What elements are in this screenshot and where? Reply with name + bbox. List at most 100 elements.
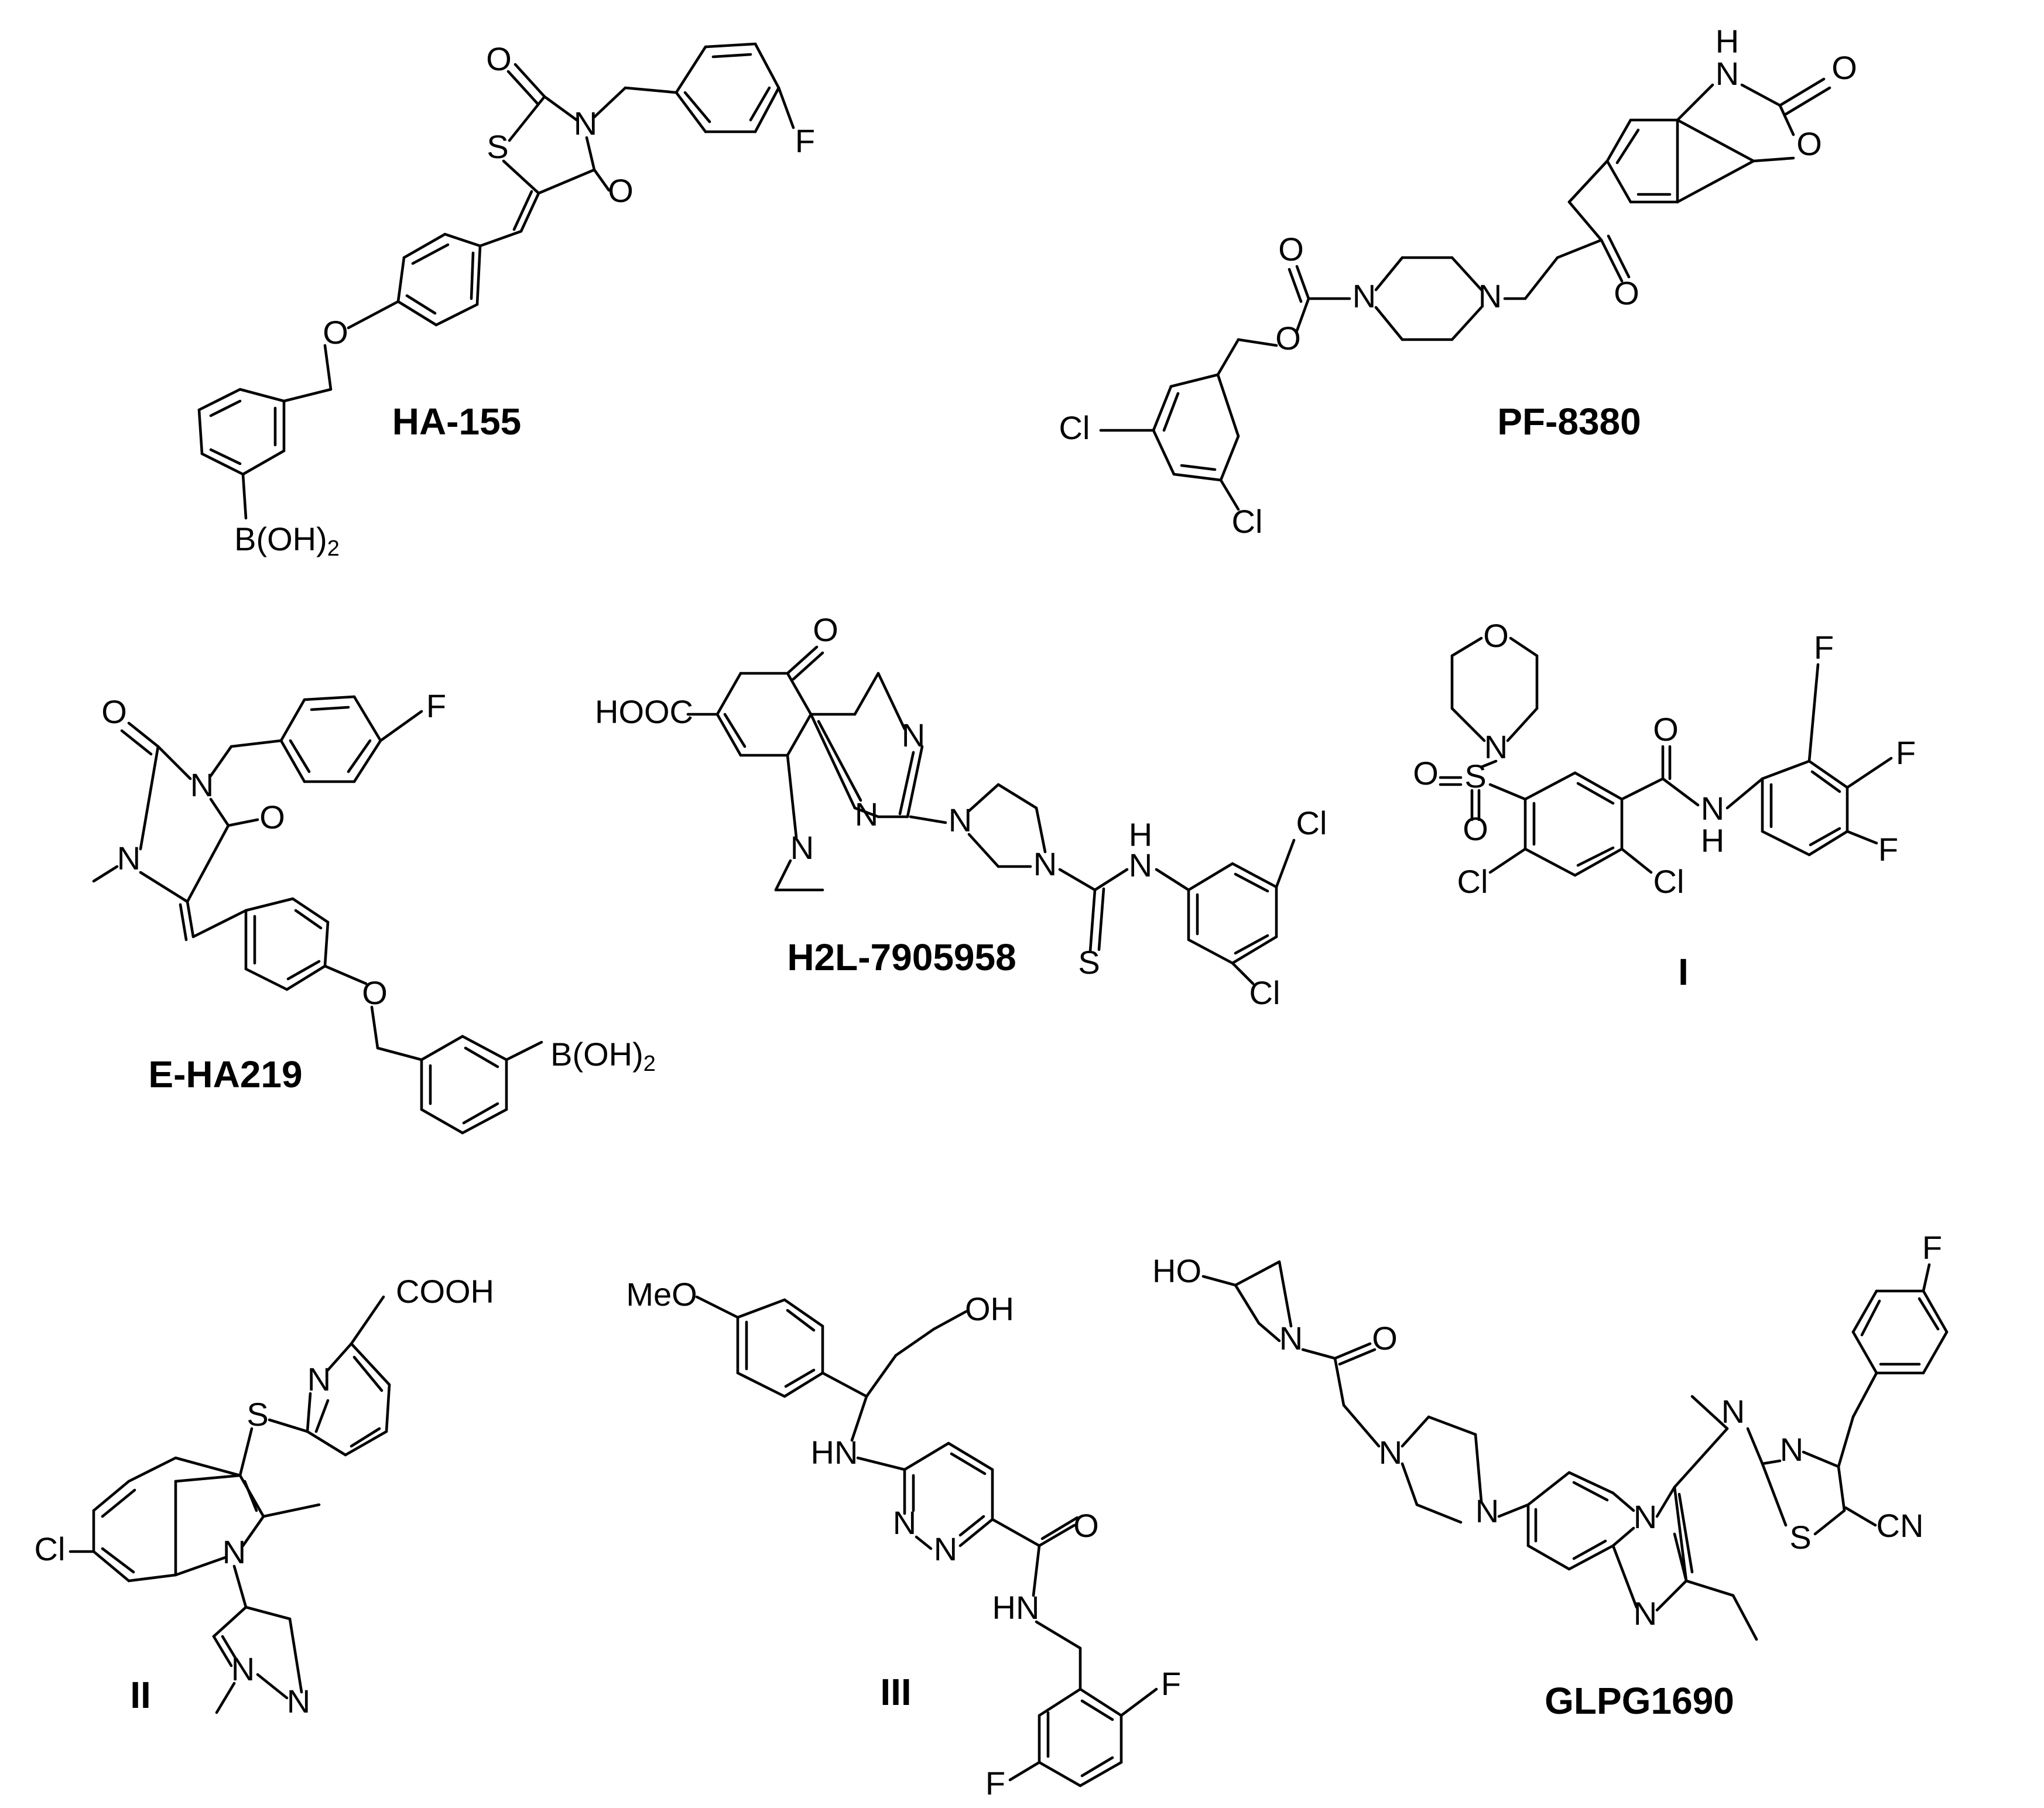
bond	[1611, 1526, 1635, 1547]
compound-name: II	[130, 1674, 151, 1716]
bond	[1922, 1289, 1949, 1334]
bond	[1079, 1687, 1123, 1717]
bond	[120, 729, 153, 756]
atom-label: Cl	[1232, 503, 1263, 540]
bond	[244, 967, 289, 991]
bond	[1605, 159, 1632, 204]
bond	[1567, 1544, 1615, 1571]
atom-label: O	[1614, 275, 1639, 311]
bond	[1119, 1687, 1158, 1717]
bond	[1079, 1761, 1123, 1788]
bond	[1607, 234, 1631, 279]
atom-label: O	[1372, 1320, 1398, 1357]
atom-label: N	[1478, 278, 1502, 314]
atom-label: N	[1484, 728, 1508, 765]
bond	[809, 713, 857, 810]
bond	[1676, 159, 1755, 204]
bond	[352, 739, 382, 783]
bond	[1035, 1620, 1082, 1650]
atom-label: N	[855, 796, 878, 833]
atom-label: S	[1464, 758, 1486, 795]
bond	[1523, 771, 1577, 801]
bond	[997, 783, 1038, 810]
bond	[1810, 770, 1841, 793]
bond	[350, 1427, 381, 1448]
bond	[174, 1456, 242, 1477]
atom-label: HOOC	[595, 693, 693, 730]
bond	[1040, 1516, 1079, 1540]
atom-label: N	[222, 1533, 246, 1570]
atom-label: N	[1780, 1431, 1803, 1468]
bond	[127, 1456, 177, 1483]
bond	[903, 1441, 950, 1471]
atom-label: N	[117, 840, 141, 876]
bond	[1673, 1427, 1729, 1489]
bond	[1169, 373, 1220, 388]
bond	[1846, 756, 1893, 789]
bond	[1851, 1330, 1878, 1375]
atom-label: OH	[965, 1290, 1014, 1327]
bond	[1088, 888, 1097, 953]
atom-label: N	[1129, 847, 1152, 884]
atom-label: N	[190, 766, 214, 803]
bond	[352, 1355, 384, 1392]
bond	[1401, 1462, 1419, 1506]
bond	[434, 303, 479, 327]
bond	[1219, 478, 1240, 511]
bond	[1187, 938, 1234, 965]
bond	[817, 720, 862, 802]
bond	[92, 1480, 131, 1512]
bond	[396, 256, 406, 303]
bond	[1231, 961, 1255, 985]
bond	[967, 833, 1000, 868]
bond	[543, 95, 578, 122]
bond	[475, 244, 482, 306]
bond	[947, 1441, 994, 1471]
bond	[915, 1535, 933, 1550]
bond	[101, 1547, 135, 1574]
bond	[286, 960, 321, 981]
bond	[186, 900, 195, 939]
bond	[238, 388, 286, 403]
atom-label: HN	[992, 1589, 1040, 1626]
bond	[1401, 1415, 1430, 1448]
bond	[783, 1371, 824, 1398]
bond	[323, 920, 330, 968]
bond	[786, 672, 813, 716]
bond	[853, 672, 880, 716]
bond	[323, 964, 368, 985]
bond	[1162, 392, 1180, 432]
bond	[1761, 759, 1811, 780]
atom-label: O	[362, 974, 388, 1011]
bond	[212, 1635, 233, 1667]
atom-label: Cl	[1059, 409, 1090, 446]
atom-label: O	[323, 314, 348, 351]
bond	[215, 1682, 236, 1714]
bond	[754, 42, 780, 90]
atom-label: B(OH)2	[234, 521, 340, 561]
bond	[1746, 1427, 1764, 1465]
bond	[1295, 265, 1310, 300]
bond	[1427, 1415, 1477, 1436]
atom-label: MeO	[626, 1276, 697, 1313]
bond	[1761, 1459, 1782, 1465]
atom-label: CN	[1877, 1507, 1924, 1544]
bond	[898, 751, 915, 816]
atom-label: O	[1653, 711, 1679, 748]
bond	[1567, 200, 1603, 242]
bond	[877, 672, 906, 731]
bond	[402, 232, 447, 259]
atom-label: N	[287, 1683, 310, 1720]
atom-label: B(OH)2	[550, 1036, 656, 1076]
bond	[1038, 1687, 1082, 1717]
bond	[1573, 771, 1624, 801]
bond	[1080, 1699, 1114, 1721]
bond	[1288, 268, 1303, 303]
atom-label: N	[574, 105, 597, 142]
bond	[1097, 887, 1105, 951]
